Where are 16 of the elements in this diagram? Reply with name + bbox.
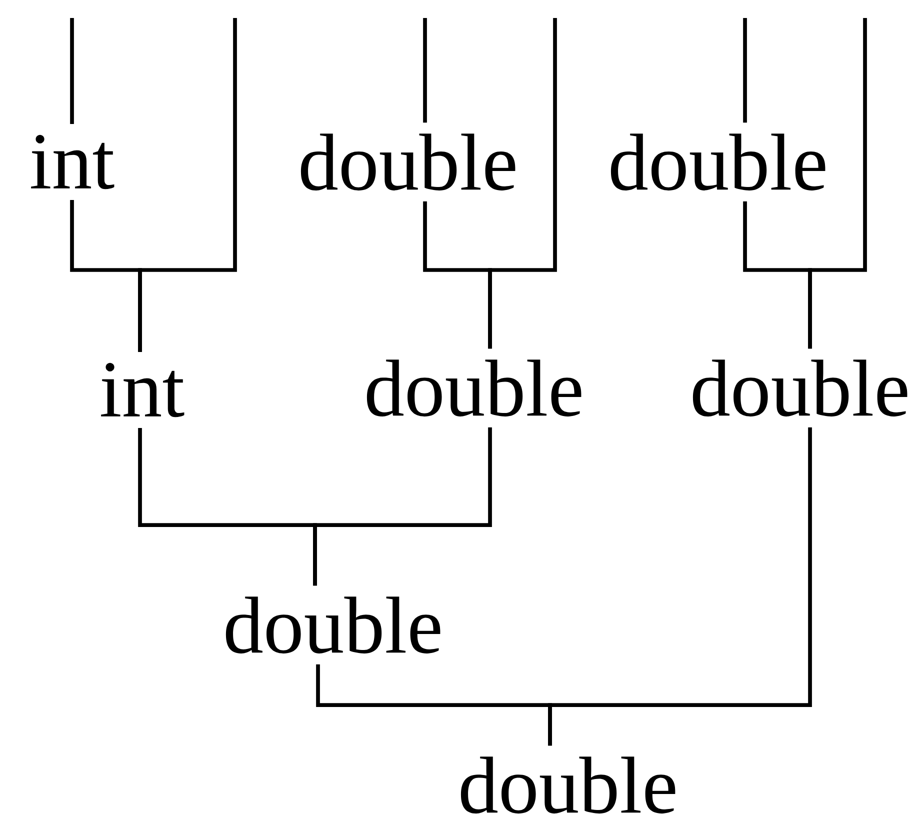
- connector-line: [808, 18, 867, 349]
- type-label: int: [31, 134, 114, 190]
- connector-line: [423, 18, 427, 123]
- connector-line: [138, 18, 237, 352]
- type-label: double: [610, 134, 826, 190]
- type-label: double: [300, 134, 516, 190]
- connector-line: [313, 427, 492, 586]
- type-label: double: [366, 360, 582, 416]
- connector-line: [488, 18, 557, 349]
- connector-line: [548, 427, 812, 746]
- type-label: int: [101, 362, 184, 418]
- type-label: double: [226, 596, 440, 654]
- connector-line: [743, 18, 747, 123]
- type-label: double: [460, 756, 676, 814]
- connector-line: [70, 18, 74, 124]
- type-label: double: [692, 360, 908, 416]
